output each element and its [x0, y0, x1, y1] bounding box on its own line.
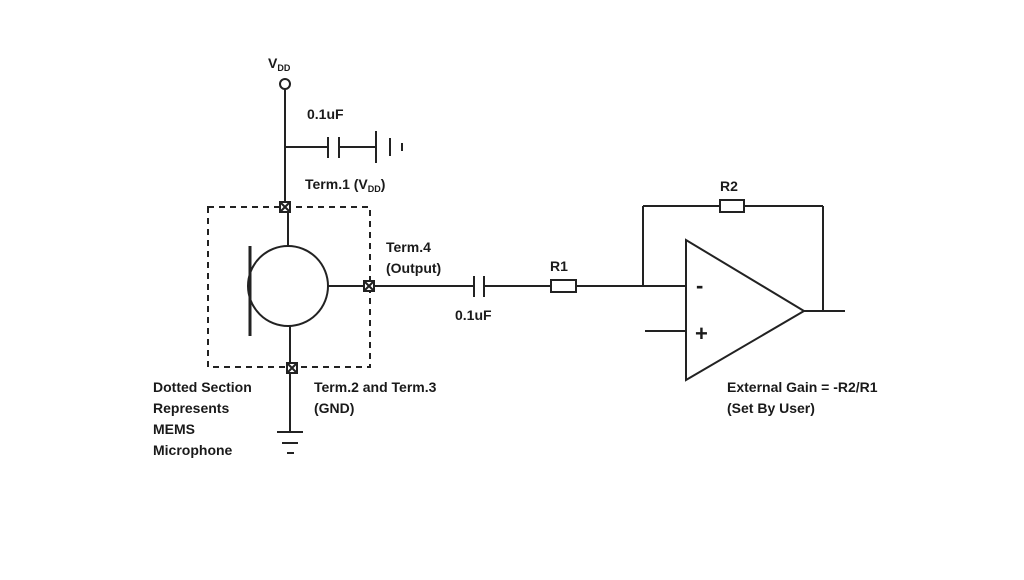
vdd-label: VDD — [268, 55, 291, 73]
term23-marker — [286, 362, 298, 374]
mems-note-line2: Represents — [153, 400, 229, 416]
resistor-r1 — [550, 279, 577, 293]
term4-label-line1: Term.4 — [386, 239, 431, 255]
r1-label: R1 — [550, 258, 568, 274]
term23-label-line2: (GND) — [314, 400, 354, 416]
mems-note-line4: Microphone — [153, 442, 233, 458]
term1-marker — [279, 201, 291, 213]
coupling-cap-label: 0.1uF — [455, 307, 492, 323]
gain-note-line2: (Set By User) — [727, 400, 815, 416]
op-amp — [685, 238, 806, 382]
term1-label: Term.1 (VDD) — [305, 176, 385, 194]
mems-note-line3: MEMS — [153, 421, 195, 437]
noninverting-input-sign: + — [695, 321, 708, 346]
term23-label-line1: Term.2 and Term.3 — [314, 379, 437, 395]
vdd-terminal — [279, 78, 291, 203]
gain-note-line1: External Gain = -R2/R1 — [727, 379, 878, 395]
ground-icon — [277, 431, 303, 454]
term4-label-line2: (Output) — [386, 260, 441, 276]
coupling-capacitor — [473, 276, 485, 297]
decoupling-cap-label: 0.1uF — [307, 106, 344, 122]
term4-marker — [363, 280, 375, 292]
microphone-symbol — [247, 212, 364, 363]
decoupling-capacitor — [285, 137, 376, 158]
mems-note-line1: Dotted Section — [153, 379, 252, 395]
resistor-r2 — [719, 199, 745, 213]
decoupling-ground-icon — [375, 131, 403, 163]
inverting-input-sign: - — [696, 273, 703, 298]
r2-label: R2 — [720, 178, 738, 194]
